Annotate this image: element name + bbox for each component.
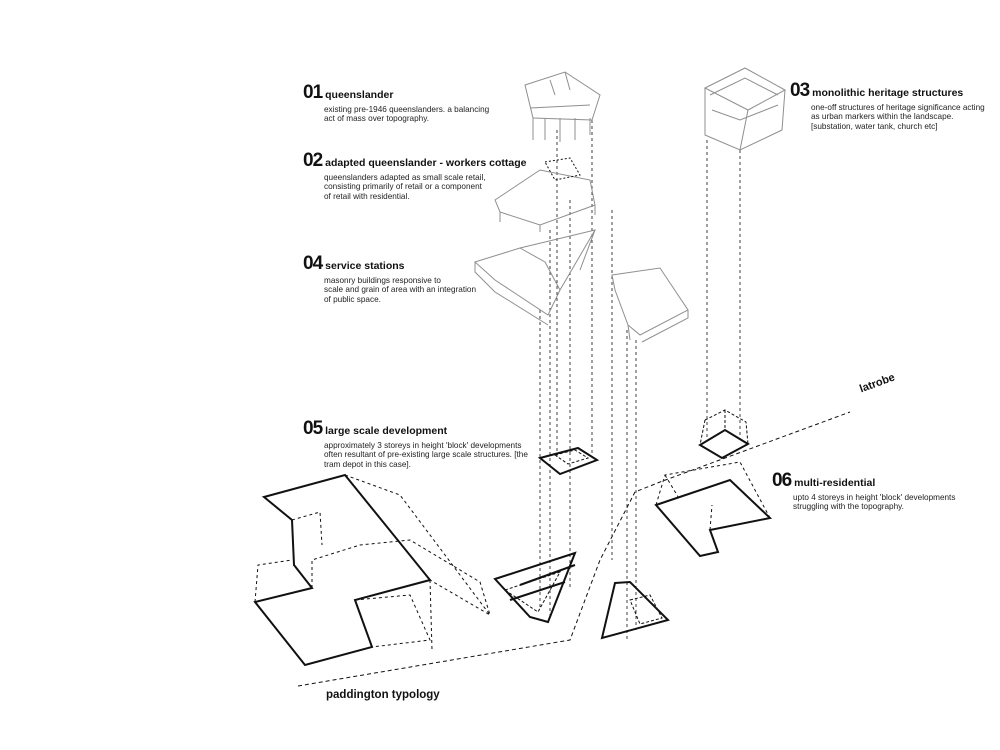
typology-title: monolithic heritage structures	[812, 87, 964, 99]
queenslander-sketch	[524, 71, 601, 142]
service-station-footprint	[493, 551, 577, 624]
workers-cottage-footprint	[600, 580, 670, 640]
typology-description: queenslanders adapted as small scale ret…	[324, 172, 486, 201]
service-station-sketch	[474, 229, 597, 326]
heritage-footprint	[698, 409, 751, 460]
typology-number: 05	[303, 418, 323, 439]
typology-description: masonry buildings responsive to scale an…	[324, 275, 477, 304]
typology-number: 03	[790, 80, 810, 101]
typology-number: 01	[303, 82, 323, 103]
typology-number: 02	[303, 150, 323, 171]
typology-title: large scale development	[325, 425, 448, 437]
typology-title: queenslander	[325, 89, 394, 101]
heritage-building-sketch	[703, 67, 787, 151]
typology-title: service stations	[325, 260, 405, 272]
typology-description: upto 4 storeys in height 'block' develop…	[793, 492, 956, 512]
projection-lines	[539, 120, 741, 640]
multi-residential-footprint	[654, 461, 773, 558]
typology-title: adapted queenslander - workers cottage	[325, 157, 527, 169]
typology-number: 04	[303, 253, 323, 274]
typology-title: multi-residential	[794, 477, 876, 489]
diagram-caption: paddington typology	[326, 689, 440, 701]
typology-description: one-off structures of heritage significa…	[811, 102, 985, 131]
typology-number: 06	[772, 470, 792, 491]
queenslander-footprint	[537, 446, 600, 476]
typology-description: existing pre-1946 queenslanders. a balan…	[324, 104, 490, 124]
workers-cottage-sketch-b	[611, 267, 689, 343]
large-scale-development-model	[253, 473, 491, 667]
typology-description: approximately 3 storeys in height 'block…	[324, 440, 528, 469]
street-edge-line	[297, 411, 851, 687]
workers-cottage-sketch	[494, 157, 596, 232]
